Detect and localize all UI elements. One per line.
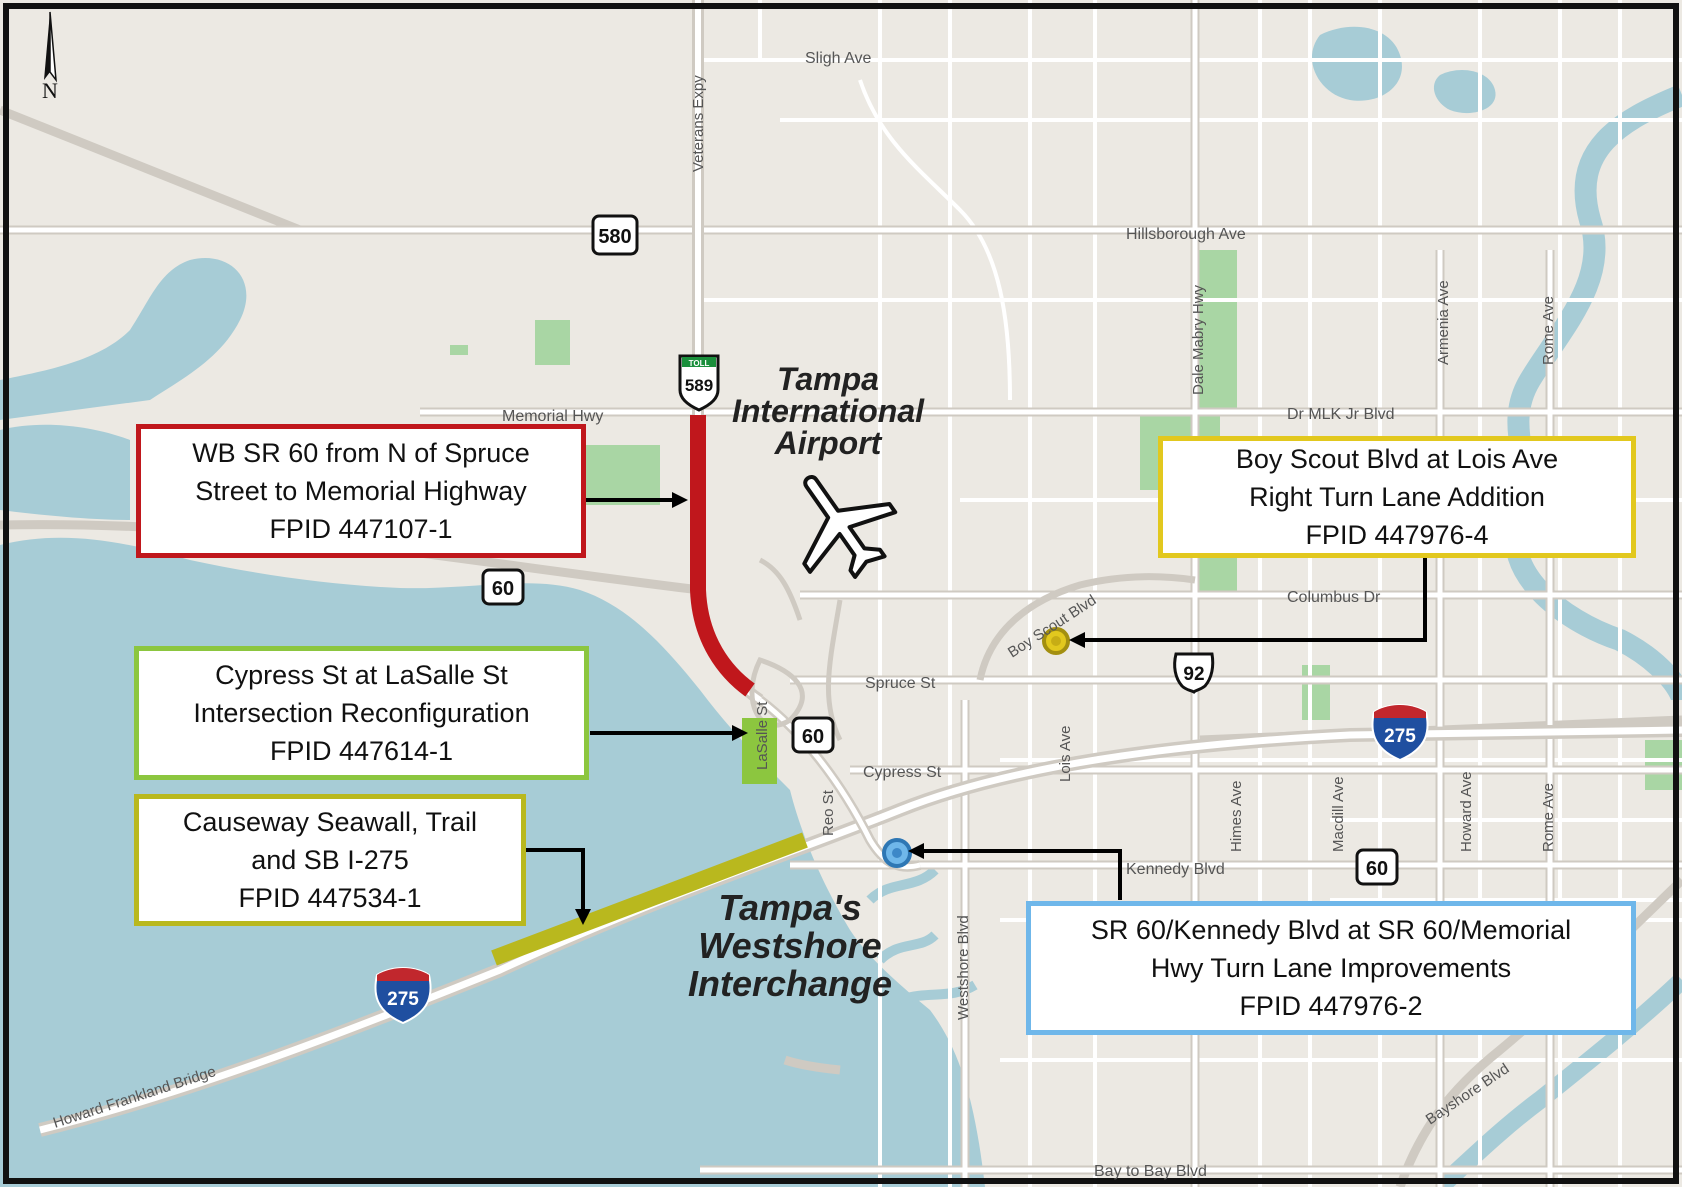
callout-blue-line2: Hwy Turn Lane Improvements (1150, 953, 1512, 983)
callout-green-line2: Intersection Reconfiguration (193, 698, 530, 728)
road-label-armenia: Armenia Ave (1435, 280, 1452, 365)
sr60-shield: 60 (791, 716, 835, 754)
callout-gold-line1: Boy Scout Blvd at Lois Ave (1235, 444, 1559, 474)
callout-yellow-project: Causeway Seawall, Trail and SB I-275 FPI… (134, 794, 526, 926)
svg-text:275: 275 (387, 989, 419, 1010)
callout-yellow-line3: FPID 447534-1 (238, 883, 422, 913)
road-label-columbus: Columbus Dr (1287, 589, 1381, 606)
callout-blue-project: SR 60/Kennedy Blvd at SR 60/Memorial Hwy… (1026, 901, 1636, 1035)
callout-red-line2: Street to Memorial Highway (195, 476, 527, 506)
road-label-reo: Reo St (820, 789, 837, 836)
airport-label-line3: Airport (774, 425, 883, 461)
i275-shield: 275 (374, 966, 432, 1025)
road-label-memorial: Memorial Hwy (502, 408, 603, 425)
callout-green-project: Cypress St at LaSalle St Intersection Re… (134, 646, 589, 780)
red-project-segment (690, 415, 755, 697)
callout-green-line1: Cypress St at LaSalle St (215, 660, 508, 690)
road-label-sligh: Sligh Ave (805, 50, 872, 67)
road-label-lasalle: LaSalle St (754, 701, 771, 770)
svg-text:275: 275 (1384, 726, 1416, 747)
park-area (1195, 250, 1237, 410)
callout-red-project: WB SR 60 from N of Spruce Street to Memo… (136, 424, 586, 558)
road-label-lois: Lois Ave (1057, 726, 1074, 782)
map-frame (3, 3, 1679, 1184)
svg-text:TOLL: TOLL (689, 359, 710, 368)
road-label-howard: Howard Ave (1458, 771, 1475, 852)
toll589-shield: TOLL 589 (678, 354, 720, 412)
road-label-hillsborough: Hillsborough Ave (1126, 226, 1246, 243)
svg-text:92: 92 (1183, 664, 1204, 685)
road-label-himes: Himes Ave (1228, 781, 1245, 852)
i275-shield: 275 (1371, 703, 1429, 762)
callout-green-line3: FPID 447614-1 (269, 736, 454, 766)
svg-text:60: 60 (802, 726, 824, 748)
road-label-bay-to-bay: Bay to Bay Blvd (1094, 1163, 1207, 1180)
road-label-westshore: Westshore Blvd (955, 915, 972, 1020)
road-label-rome-north: Rome Ave (1540, 296, 1557, 365)
callout-red-line3: FPID 447107-1 (269, 514, 453, 544)
svg-text:60: 60 (1366, 858, 1388, 880)
sr60-shield: 60 (1355, 848, 1399, 886)
park-area (1302, 665, 1330, 720)
svg-text:589: 589 (685, 376, 713, 395)
road-label-spruce: Spruce St (865, 675, 936, 692)
park-area (450, 345, 468, 355)
park-area (585, 445, 660, 505)
callout-yellow-line2: and SB I-275 (251, 845, 409, 875)
road-label-rome-south: Rome Ave (1540, 783, 1557, 852)
callout-gold-line3: FPID 447976-4 (1305, 520, 1489, 550)
airport-label-line1: Tampa (777, 361, 879, 397)
road-label-cypress: Cypress St (863, 764, 942, 781)
westshore-label-line1: Tampa's (718, 887, 861, 928)
callout-blue-line1: SR 60/Kennedy Blvd at SR 60/Memorial (1090, 915, 1572, 945)
road-label-veterans: Veterans Expy (690, 75, 707, 172)
boy-scout-blvd-road (976, 573, 1196, 681)
north-label: N (42, 78, 58, 103)
callout-gold-line2: Right Turn Lane Addition (1249, 482, 1545, 512)
arrow-heads (575, 492, 1085, 925)
road-label-macdill: Macdill Ave (1330, 776, 1347, 852)
park-area (535, 320, 570, 365)
road-label-dale-mabry: Dale Mabry Hwy (1190, 284, 1207, 395)
blue-project-marker-center (892, 848, 902, 858)
north-arrow: N (42, 11, 58, 103)
callout-gold-project: Boy Scout Blvd at Lois Ave Right Turn La… (1158, 436, 1636, 558)
road-label-mlk: Dr MLK Jr Blvd (1287, 406, 1395, 423)
sr580-shield: 580 (591, 214, 639, 256)
east-river-branch (1433, 973, 1682, 1192)
callout-yellow-line1: Causeway Seawall, Trail (182, 807, 478, 837)
callout-arrows (525, 498, 1427, 912)
sr60-shield: 60 (481, 568, 525, 606)
svg-text:580: 580 (598, 226, 631, 248)
yellow-project-segment (491, 832, 808, 966)
road-label-kennedy: Kennedy Blvd (1126, 861, 1225, 878)
bay-inlet-north (0, 258, 247, 420)
callout-blue-line3: FPID 447976-2 (1239, 991, 1423, 1021)
callout-red-line1: WB SR 60 from N of Spruce (192, 438, 530, 468)
svg-text:60: 60 (492, 578, 514, 600)
westshore-label-line3: Interchange (688, 963, 892, 1004)
airplane-icon (802, 474, 898, 579)
gold-project-marker-center (1051, 636, 1061, 646)
us92-shield: 92 (1173, 652, 1215, 694)
green-project-area (742, 718, 777, 784)
westshore-label-line2: Westshore (698, 925, 881, 966)
bay-inlet-west (0, 424, 130, 520)
park-area (1195, 555, 1237, 595)
airport-label-line2: International (732, 393, 925, 429)
